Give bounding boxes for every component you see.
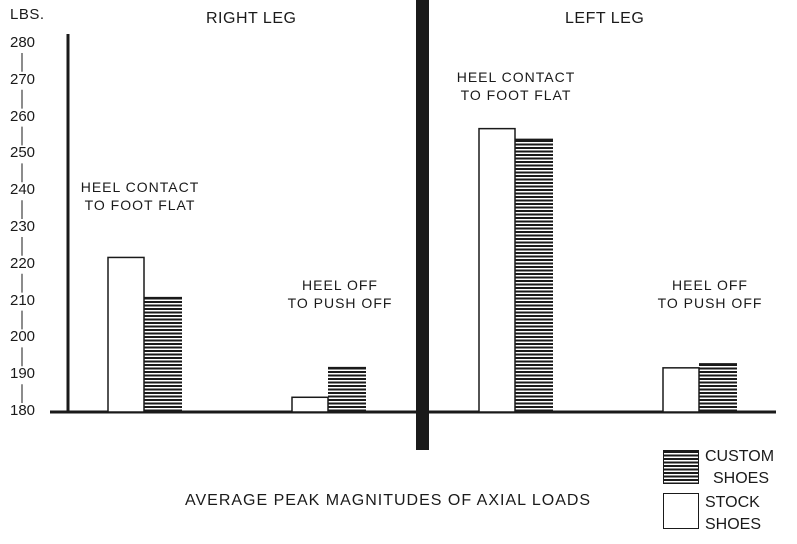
legend-label-stock-shoes: STOCK SHOES [705, 492, 761, 536]
group-label-line: HEEL OFF [672, 277, 748, 293]
y-tick-label: 270 [10, 70, 36, 88]
group-label-right-heel-off: HEEL OFF TO PUSH OFF [270, 276, 410, 312]
legend-swatch-custom-shoes [663, 450, 699, 484]
panel-title-right-leg: RIGHT LEG [206, 10, 297, 27]
y-tick-label: 240 [10, 181, 36, 199]
group-label-line: HEEL OFF [302, 277, 378, 293]
bar-custom-shoes [144, 297, 182, 412]
legend-label-line: CUSTOM [705, 448, 775, 465]
bar-layer [107, 127, 737, 413]
y-axis-label: LBS. [10, 6, 45, 23]
panel-divider [416, 0, 429, 450]
panel-title-left-leg: LEFT LEG [565, 10, 645, 27]
y-tick-label: 230 [10, 218, 36, 235]
bar-custom-shoes [515, 139, 553, 412]
y-tick-label: 210 [10, 291, 36, 309]
bar-custom-shoes [328, 367, 366, 412]
group-label-line: HEEL CONTACT [80, 179, 200, 195]
group-label-line: HEEL CONTACT [456, 69, 576, 85]
y-tick-label: 220 [10, 254, 36, 272]
y-tick-label: 250 [10, 144, 36, 162]
bar-stock-shoes [291, 396, 329, 413]
bar-custom-shoes [699, 364, 737, 412]
y-tick-label: 200 [10, 328, 36, 346]
group-label-left-heel-off: HEEL OFF TO PUSH OFF [640, 276, 780, 312]
group-label-line: TO PUSH OFF [287, 295, 393, 311]
legend-label-line: STOCK [705, 494, 760, 511]
legend-label-line: SHOES [705, 516, 762, 533]
group-label-left-heel-contact: HEEL CONTACT TO FOOT FLAT [446, 68, 586, 104]
group-label-line: TO FOOT FLAT [460, 87, 572, 103]
y-tick-label: 180 [10, 402, 36, 419]
legend-label-line: SHOES [713, 470, 770, 487]
y-tick-label: 280 [10, 34, 36, 51]
y-tick-label: 190 [10, 365, 36, 383]
legend-swatch-stock-shoes [663, 493, 699, 529]
bar-stock-shoes [662, 367, 700, 413]
chart-caption: AVERAGE PEAK MAGNITUDES OF AXIAL LOADS [185, 492, 592, 509]
bar-stock-shoes [107, 256, 145, 413]
y-tick-label: 260 [10, 107, 36, 125]
group-label-line: TO FOOT FLAT [84, 197, 196, 213]
legend-label-custom-shoes: CUSTOM SHOES [705, 446, 774, 490]
group-label-right-heel-contact: HEEL CONTACT TO FOOT FLAT [70, 178, 210, 214]
group-label-line: TO PUSH OFF [657, 295, 763, 311]
bar-stock-shoes [478, 127, 516, 413]
